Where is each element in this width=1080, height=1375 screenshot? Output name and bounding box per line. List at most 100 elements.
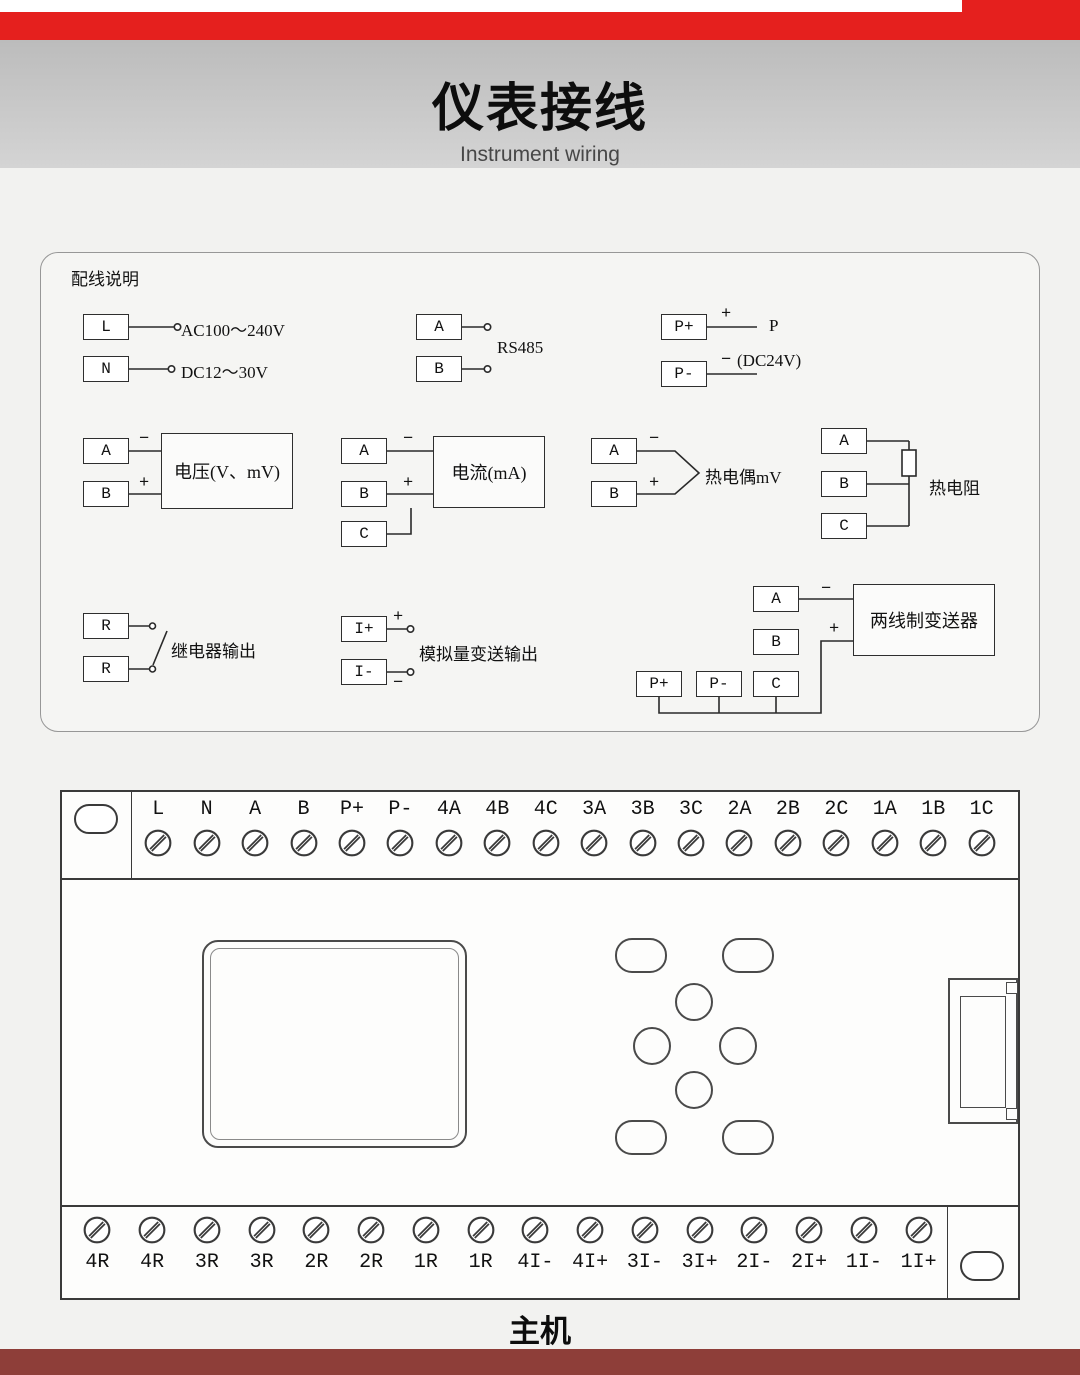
switch-blade bbox=[152, 630, 168, 666]
wire-end-dot bbox=[406, 667, 415, 676]
terminal-label: 1I+ bbox=[900, 1251, 937, 1274]
terminal-label: 3B bbox=[630, 798, 655, 821]
screw-terminal-icon bbox=[521, 1216, 549, 1244]
top-strip bbox=[0, 0, 1080, 12]
terminal-box-A: A bbox=[83, 438, 129, 464]
terminal-box-P-minus: P- bbox=[696, 671, 742, 697]
terminal-box-B: B bbox=[416, 356, 462, 382]
power-label-2: DC12～30V bbox=[181, 363, 268, 382]
screw-terminal-icon bbox=[241, 829, 269, 857]
terminal-box-B: B bbox=[83, 481, 129, 507]
minus-sign: − bbox=[721, 351, 732, 370]
mount-hole-icon bbox=[960, 1251, 1004, 1281]
terminal-column: 2R bbox=[344, 1213, 399, 1275]
minus-sign: − bbox=[403, 430, 414, 449]
top-right-red-block bbox=[962, 0, 1080, 12]
terminal-box-R: R bbox=[83, 656, 129, 682]
screw-terminal-icon bbox=[83, 1216, 111, 1244]
terminal-label: 1R bbox=[413, 1251, 438, 1274]
terminal-column: 3I- bbox=[618, 1213, 673, 1275]
rs485-label: RS485 bbox=[497, 338, 544, 357]
screw-terminal-icon bbox=[412, 1216, 440, 1244]
screw-terminal-icon bbox=[580, 829, 608, 857]
function-button-bottom-left bbox=[615, 1120, 667, 1155]
terminal-box-B: B bbox=[821, 471, 867, 497]
plus-sign: + bbox=[721, 305, 732, 324]
terminal-column: 1A bbox=[861, 796, 909, 858]
terminal-column: 3B bbox=[618, 796, 666, 858]
display-inner-frame bbox=[210, 948, 459, 1140]
screw-terminal-icon bbox=[386, 829, 414, 857]
terminal-column: 1R bbox=[399, 1213, 454, 1275]
screw-terminal-icon bbox=[677, 829, 705, 857]
terminal-box-C: C bbox=[753, 671, 799, 697]
terminal-box-P-plus: P+ bbox=[636, 671, 682, 697]
screw-terminal-icon bbox=[740, 1216, 768, 1244]
terminal-box-A: A bbox=[821, 428, 867, 454]
terminal-label: P+ bbox=[339, 798, 364, 821]
contact-dot bbox=[148, 665, 157, 673]
power-label-1: AC100～240V bbox=[181, 321, 285, 340]
terminal-column: 3R bbox=[234, 1213, 289, 1275]
terminal-column: N bbox=[182, 796, 230, 858]
screw-terminal-icon bbox=[905, 1216, 933, 1244]
bottom-red-bar bbox=[0, 1349, 1080, 1375]
plus-sign: + bbox=[403, 474, 414, 493]
terminal-column: 1R bbox=[453, 1213, 508, 1275]
terminal-column: 4R bbox=[125, 1213, 180, 1275]
screw-terminal-icon bbox=[968, 829, 996, 857]
display-window bbox=[202, 940, 467, 1148]
terminal-box-I-minus: I- bbox=[341, 659, 387, 685]
analog-out-label: 模拟量变送输出 bbox=[419, 645, 538, 664]
minus-sign: − bbox=[821, 580, 832, 599]
function-button-bottom-right bbox=[722, 1120, 774, 1155]
header-band: 仪表接线 Instrument wiring bbox=[0, 40, 1080, 168]
terminal-label: 4A bbox=[436, 798, 461, 821]
terminal-label: 4B bbox=[485, 798, 510, 821]
terminal-label: 2C bbox=[824, 798, 849, 821]
screw-terminal-icon bbox=[532, 829, 560, 857]
wire-end-dot bbox=[483, 323, 492, 332]
terminal-label: 1R bbox=[468, 1251, 493, 1274]
front-panel-area bbox=[62, 880, 1018, 1205]
screw-terminal-icon bbox=[576, 1216, 604, 1244]
terminal-column: 2R bbox=[289, 1213, 344, 1275]
wiring-lines-layer bbox=[129, 323, 917, 714]
screw-terminal-icon bbox=[357, 1216, 385, 1244]
terminal-label: 1A bbox=[872, 798, 897, 821]
thermocouple-junction bbox=[637, 450, 701, 495]
terminal-label: 3R bbox=[194, 1251, 219, 1274]
terminal-column: 4R bbox=[70, 1213, 125, 1275]
wires-group bbox=[129, 323, 917, 714]
nav-down-button bbox=[675, 1071, 713, 1109]
function-button-top-left bbox=[615, 938, 667, 973]
terminal-box-A: A bbox=[341, 438, 387, 464]
screw-terminal-icon bbox=[822, 829, 850, 857]
terminal-box-P-plus: P+ bbox=[661, 314, 707, 340]
wire-end-dot bbox=[483, 365, 492, 374]
terminal-column: 2B bbox=[764, 796, 812, 858]
terminal-column: 2C bbox=[812, 796, 860, 858]
terminal-label: 2R bbox=[359, 1251, 384, 1274]
plus-sign: + bbox=[393, 608, 404, 627]
terminal-label: 4C bbox=[533, 798, 558, 821]
terminal-column: 2I- bbox=[727, 1213, 782, 1275]
terminal-label: 1B bbox=[921, 798, 946, 821]
thermocouple-label: 热电偶mV bbox=[705, 468, 782, 487]
screw-terminal-icon bbox=[483, 829, 511, 857]
p24-sub: (DC24V) bbox=[737, 351, 802, 370]
screw-terminal-icon bbox=[248, 1216, 276, 1244]
screw-terminal-icon bbox=[774, 829, 802, 857]
terminal-column: 4B bbox=[473, 796, 521, 858]
screw-terminal-icon bbox=[435, 829, 463, 857]
wire bbox=[387, 508, 412, 535]
caption-main-unit: 主机 bbox=[509, 1314, 571, 1349]
contact-dot bbox=[148, 622, 157, 630]
screw-terminal-icon bbox=[302, 1216, 330, 1244]
terminal-label: 3C bbox=[679, 798, 704, 821]
terminal-column: 4I+ bbox=[563, 1213, 618, 1275]
screw-terminal-icon bbox=[193, 829, 221, 857]
